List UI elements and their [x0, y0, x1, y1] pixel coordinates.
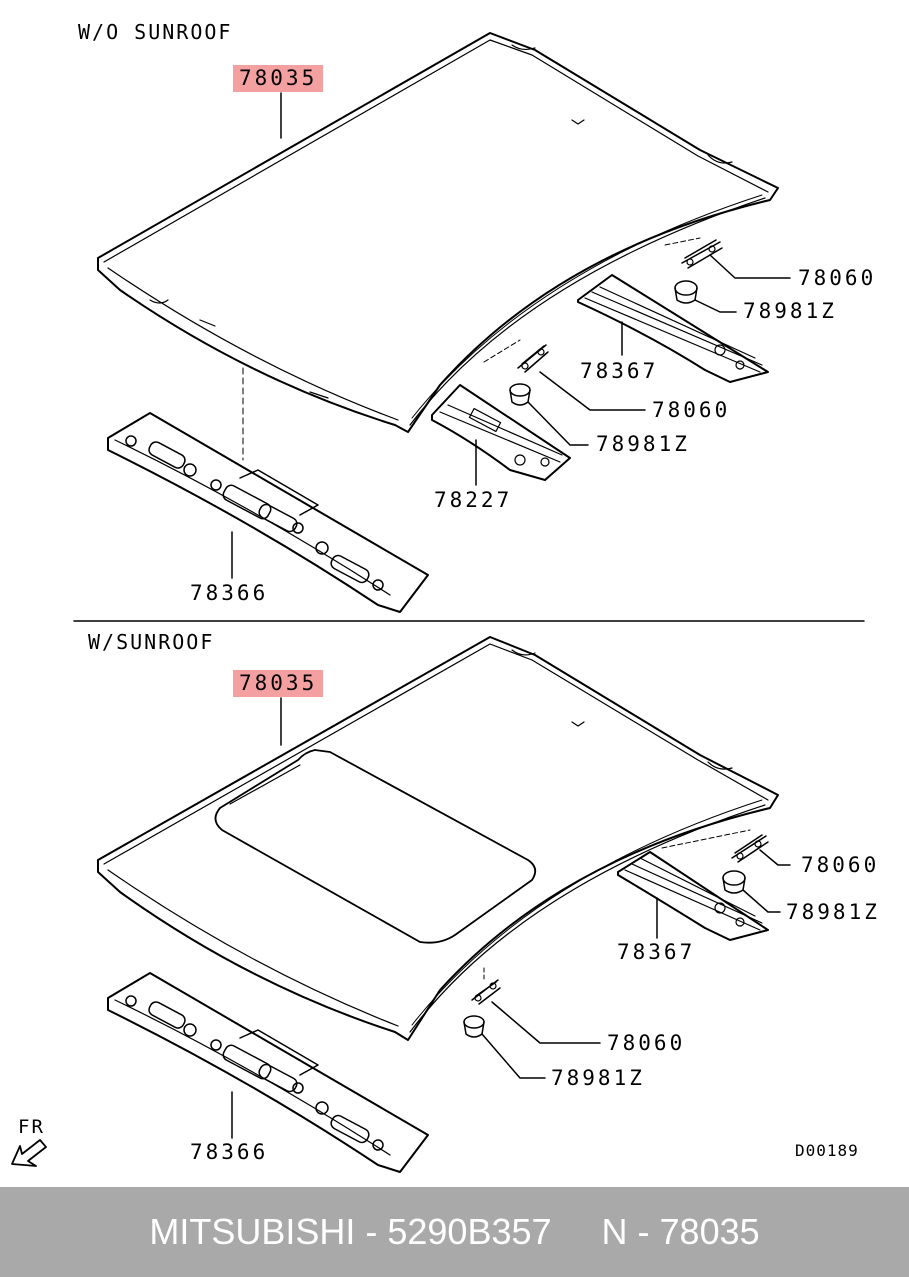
part-label-clip-top-a[interactable]: 78060 [798, 266, 877, 290]
parts-diagram [11, 32, 865, 1173]
part-label-rail-front-top[interactable]: 78366 [190, 581, 269, 605]
direction-label: FR [18, 1116, 45, 1138]
leader-grommet-bottom-b [481, 1033, 546, 1079]
leader-grommet-bottom-a [742, 889, 781, 913]
part-label-clip-top-b[interactable]: 78060 [652, 398, 731, 422]
clip-bottom-a [731, 834, 769, 863]
part-label-clip-bottom-a[interactable]: 78060 [801, 853, 880, 877]
mid-rail-top [431, 384, 571, 481]
part-label-grommet-bottom-a[interactable]: 78981Z [786, 900, 880, 924]
section-title-with-sunroof: W/SUNROOF [88, 630, 215, 654]
part-label-rail-front-bottom[interactable]: 78366 [190, 1140, 269, 1164]
grommet-top-b [509, 383, 531, 406]
section-title-without-sunroof: W/O SUNROOF [78, 20, 233, 44]
clip-top-b [517, 344, 549, 373]
part-label-roof-panel-bottom[interactable]: 78035 [233, 670, 324, 697]
roof-panel-bottom [97, 636, 779, 1041]
leader-grommet-top-b [527, 401, 589, 446]
clip-top-a [681, 239, 723, 269]
part-label-grommet-bottom-b[interactable]: 78981Z [551, 1066, 645, 1090]
roof-panel-top [97, 32, 779, 433]
dash-clip-bottom-a [661, 829, 751, 849]
part-label-clip-bottom-b[interactable]: 78060 [607, 1031, 686, 1055]
right-rail-top [577, 274, 769, 383]
leader-clip-top-b [539, 371, 646, 411]
right-rail-bottom [617, 851, 769, 941]
fr-arrow-icon [11, 1139, 47, 1167]
leader-clip-bottom-b [491, 1001, 601, 1044]
front-rail-bottom [107, 972, 429, 1173]
grommet-top-a [674, 280, 698, 304]
footer-text: MITSUBISHI - 5290B357 N - 78035 [149, 1211, 760, 1252]
part-label-grommet-top-a[interactable]: 78981Z [743, 299, 837, 323]
part-label-roof-panel-top[interactable]: 78035 [233, 65, 324, 92]
part-label-rail-right-bottom[interactable]: 78367 [617, 940, 696, 964]
dash-clip-top-a [664, 237, 701, 246]
part-label-grommet-top-b[interactable]: 78981Z [596, 432, 690, 456]
dash-clip-top-b [483, 339, 521, 363]
part-label-rail-right-top[interactable]: 78367 [580, 359, 659, 383]
grommet-bottom-a [722, 870, 746, 894]
diagram-code: D00189 [795, 1141, 859, 1160]
leader-clip-bottom-a [759, 849, 791, 866]
leader-grommet-top-a [694, 299, 737, 313]
leader-clip-top-a [709, 254, 791, 279]
grommet-bottom-b [463, 1015, 485, 1038]
front-rail-top [107, 412, 429, 613]
footer-bar: MITSUBISHI - 5290B357 N - 78035 [0, 1187, 909, 1277]
part-label-rail-mid-top[interactable]: 78227 [434, 488, 513, 512]
clip-bottom-b [471, 979, 501, 1005]
